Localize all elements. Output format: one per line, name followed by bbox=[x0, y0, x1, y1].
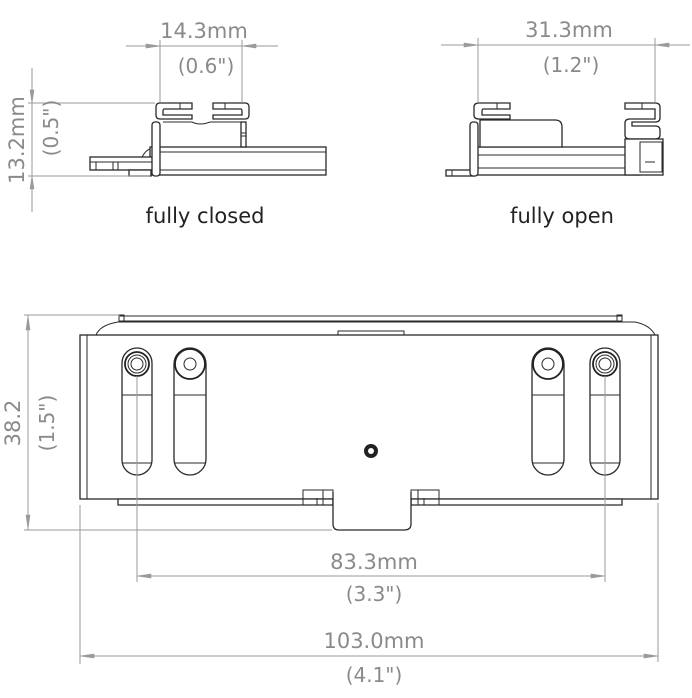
overall-width-mm: 103.0mm bbox=[323, 629, 424, 653]
closed-width-inch: (0.6") bbox=[178, 54, 235, 78]
dimension-front-height: 38.2 (1.5") bbox=[1, 314, 332, 531]
overall-width-inch: (4.1") bbox=[346, 663, 403, 687]
closed-width-mm: 14.3mm bbox=[160, 19, 248, 43]
closed-height-mm: 13.2mm bbox=[5, 96, 29, 184]
dimension-hole-spacing: 83.3mm (3.3") bbox=[136, 376, 606, 606]
fully-closed-view bbox=[89, 102, 327, 177]
open-width-mm: 31.3mm bbox=[525, 18, 613, 42]
hole-spacing-mm: 83.3mm bbox=[330, 550, 418, 574]
dimension-overall-width: 103.0mm (4.1") bbox=[79, 503, 659, 687]
mounting-slot-3 bbox=[531, 347, 565, 476]
open-width-inch: (1.2") bbox=[543, 53, 600, 77]
closed-height-inch: (0.5") bbox=[39, 100, 63, 157]
dimension-open-width: 31.3mm (1.2") bbox=[441, 18, 690, 102]
caption-fully-open: fully open bbox=[510, 204, 614, 228]
caption-fully-closed: fully closed bbox=[146, 204, 265, 228]
fully-open-view bbox=[445, 102, 664, 177]
front-height-inch: (1.5") bbox=[35, 395, 59, 452]
dimension-closed-height: 13.2mm (0.5") bbox=[5, 68, 155, 212]
front-view bbox=[79, 314, 659, 531]
front-height-mm: 38.2 bbox=[1, 400, 25, 447]
hole-spacing-inch: (3.3") bbox=[346, 582, 403, 606]
mounting-slot-2 bbox=[173, 347, 207, 476]
dimension-closed-width: 14.3mm (0.6") bbox=[126, 19, 278, 102]
